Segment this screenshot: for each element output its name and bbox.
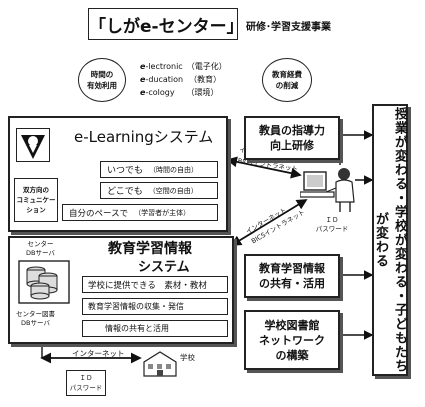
elearning-title: e-Learningシステム [74,128,214,146]
outcome-3-line3: の構築 [275,348,309,362]
center-server-label: センター DBサーバ [26,240,55,258]
change-banner-text: 授業が変わる・学校が変わる・子どもたちが変わる [373,107,407,373]
change-banner: 授業が変わる・学校が変わる・子どもたちが変わる [372,104,408,376]
outcome-3-line2: ネットワーク [259,333,325,347]
e-word-1-rest: -lectronic [145,62,183,71]
subtitle: 研修･学習支援事業 [246,22,331,33]
user-id-line1: ＩＤ [325,216,339,224]
outcome-1-line2: 向上研修 [270,139,314,152]
comm-line1: 双方向の [23,186,49,194]
center-server-label-2: DBサーバ [26,249,55,257]
elearning-item-2-main: どこでも [107,187,143,197]
outcome-1-line1: 教員の指導力 [259,124,325,137]
center-server-label-1: センター [27,240,54,248]
info-item-3: 情報の共有と活用 [82,320,228,337]
library-server-label: センター図書 DBサーバ [16,310,55,328]
elearning-item-2-sub: （空間の自由） [148,186,198,195]
oval-cost-line2: の削減 [275,81,299,90]
e-word-1-e: e [140,62,146,71]
outcome-2-line2: の共有・活用 [259,277,325,290]
e-word-2: e-ducation （教育） [140,73,260,86]
library-server-label-1: センター図書 [16,310,55,318]
comm-line2: コミュニケー [16,196,56,204]
info-item-2: 教育学習情報の収集・発信 [82,298,228,315]
elearning-item-2: どこでも （空間の自由） [100,182,218,199]
outcome-2-line1: 教育学習情報 [259,262,325,275]
e-word-1-jp: （電子化） [186,62,227,71]
info-item-1: 学校に提供できる 素材・教材 [82,276,228,293]
user-computer-icon [299,164,358,214]
info-title-2: システム [138,260,190,275]
arrow-upper [226,156,302,179]
elearning-item-3-main: 自分のペースで [69,208,129,219]
oval-cost: 教育経費 の削減 [262,58,312,102]
id-box-line1: ＩＤ [79,374,93,382]
user-id-line2: パスワード [315,225,349,233]
e-word-2-jp: （教育） [189,75,222,84]
database-icon [18,260,70,304]
school-building-icon [142,348,178,378]
elearning-item-1: いつでも （時間の自由） [100,161,218,178]
oval-time: 時間の 有効利用 [78,58,126,102]
school-label: 学校 [180,353,195,362]
e-words: e-lectronic（電子化） e-ducation（教育） e-cology… [140,60,260,99]
elearning-item-3: 自分のペースで （学習者が主体） [62,204,218,221]
elearning-item-1-sub: （時間の自由） [149,165,199,174]
outcome-library-network: 学校図書館 ネットワーク の構築 [244,310,340,370]
outcome-info-sharing: 教育学習情報 の共有・活用 [244,254,340,298]
e-word-3-rest: -cology [145,88,175,97]
oval-time-line2: 有効利用 [87,81,117,90]
elearning-logo-icon [16,128,50,162]
user-id-label: ＩＤ パスワード [312,216,352,234]
e-word-3: e-cology （環境） [140,86,260,99]
e-word-3-jp: （環境） [186,88,219,97]
elearning-item-3-sub: （学習者が主体） [134,208,191,217]
outcome-teacher-training: 教員の指導力 向上研修 [244,116,340,160]
info-title-1: 教育学習情報 [108,241,192,257]
library-server-label-2: DBサーバ [21,319,50,327]
oval-time-line1: 時間の [90,70,114,79]
oval-cost-line1: 教育経費 [272,70,302,79]
arrow-lower [230,199,308,246]
comm-box: 双方向の コミュニケー ション [14,178,58,222]
bottom-internet-label: インターネット [72,349,125,358]
comm-line3: ション [26,206,46,214]
title-text: 「しがe-センター」 [89,16,244,37]
title-box: 「しがe-センター」 [88,8,244,40]
id-password-box: ＩＤ パスワード [66,370,106,396]
elearning-item-1-main: いつでも [107,166,144,176]
e-word-2-e: e [140,75,146,84]
outcome-3-line1: 学校図書館 [264,318,320,332]
e-word-2-rest: -ducation [145,75,184,84]
info-item-3-text: 情報の共有と活用 [105,324,169,333]
e-word-3-e: e [140,88,146,97]
info-item-1-text: 学校に提供できる 素材・教材 [88,280,207,291]
info-item-2-text: 教育学習情報の収集・発信 [88,302,184,311]
e-word-1: e-lectronic（電子化） [140,60,260,73]
id-box-line2: パスワード [69,384,103,392]
